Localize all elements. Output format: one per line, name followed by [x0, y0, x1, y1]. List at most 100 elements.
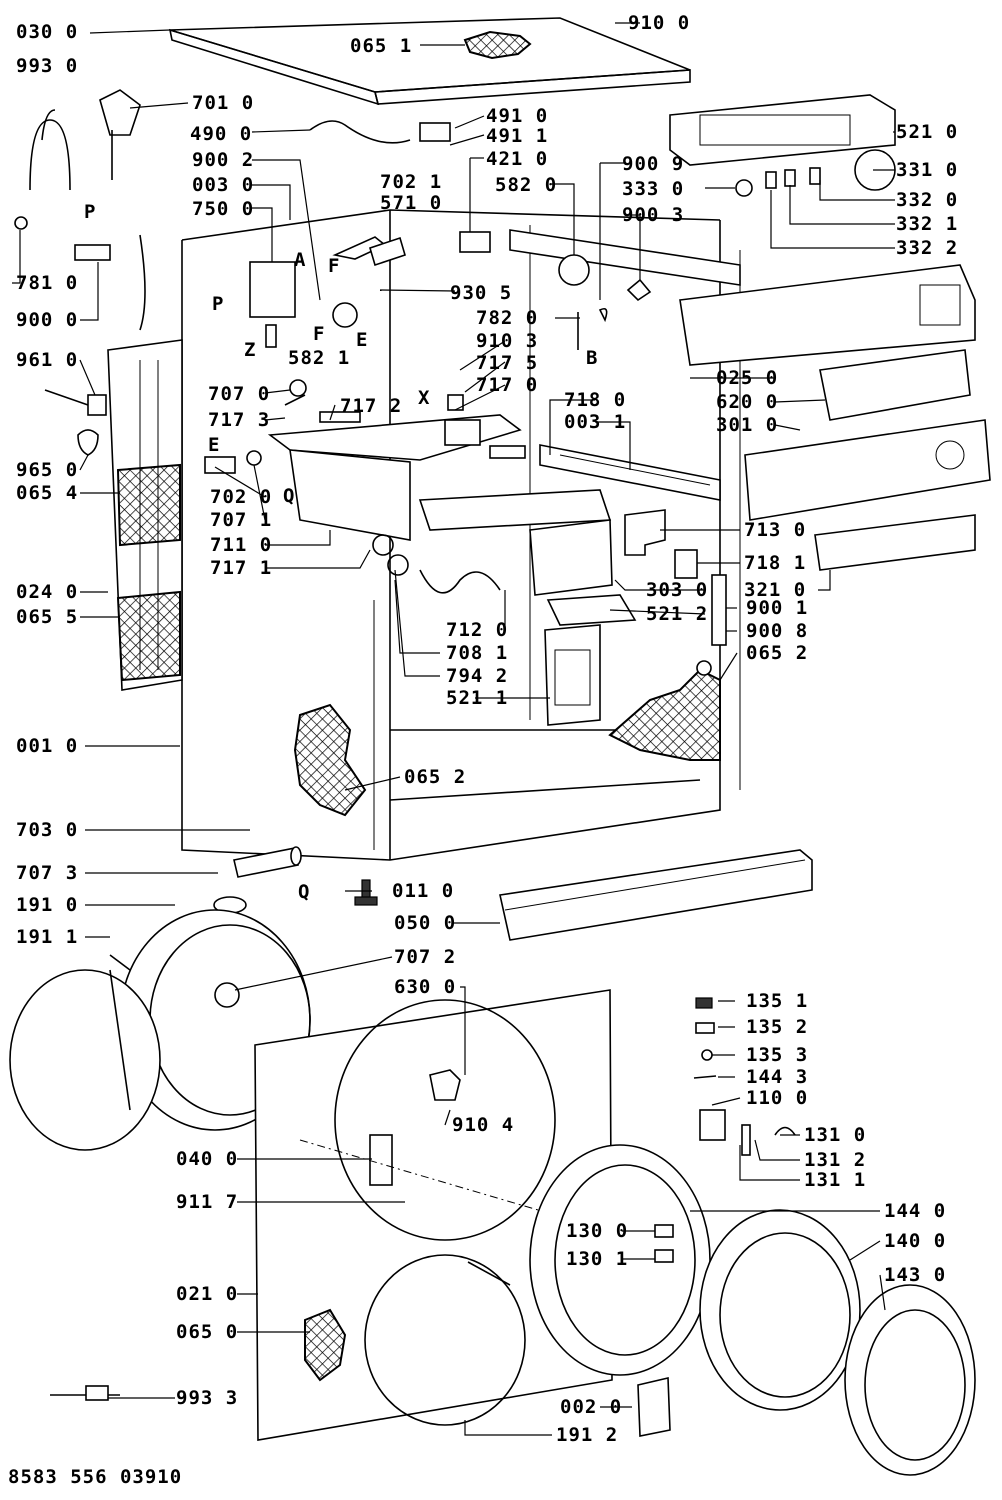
control-panel-frame: [679, 264, 976, 366]
part-label-703-0: 703 0: [16, 819, 79, 841]
part-label-321-0: 321 0: [744, 579, 807, 601]
part-label-718-0: 718 0: [564, 389, 627, 411]
part-label-131-0: 131 0: [804, 1124, 867, 1146]
part-label-717-0: 717 0: [476, 374, 539, 396]
kickplate: [499, 849, 813, 941]
part-label-993-3: 993 3: [176, 1387, 239, 1409]
rails: [509, 229, 741, 501]
marker-Q-lower: Q: [298, 881, 310, 903]
misc-components: [44, 120, 727, 676]
document-number: 8583 556 03910: [8, 1466, 183, 1488]
part-label-191-1: 191 1: [16, 926, 79, 948]
part-label-707-1: 707 1: [210, 509, 273, 531]
part-label-065-4: 065 4: [16, 482, 79, 504]
part-label-910-0: 910 0: [628, 12, 691, 34]
part-label-135-3: 135 3: [746, 1044, 809, 1066]
part-label-708-1: 708 1: [446, 642, 509, 664]
part-label-491-1: 491 1: [486, 125, 549, 147]
part-label-491-0: 491 0: [486, 105, 549, 127]
clamp-spring: [467, 1261, 511, 1286]
part-label-521-1: 521 1: [446, 687, 509, 709]
part-label-993-0: 993 0: [16, 55, 79, 77]
cabinet-body: [181, 209, 741, 861]
part-label-303-0: 303 0: [646, 579, 709, 601]
part-label-331-0: 331 0: [896, 159, 959, 181]
part-label-900-3: 900 3: [622, 204, 685, 226]
hinge-parts: [693, 997, 796, 1156]
part-label-065-2a: 065 2: [746, 642, 809, 664]
part-label-030-0: 030 0: [16, 21, 79, 43]
part-label-110-0: 110 0: [746, 1087, 809, 1109]
pipe: [233, 846, 302, 878]
marker-E-left: E: [208, 434, 220, 456]
part-label-135-1: 135 1: [746, 990, 809, 1012]
part-label-144-0: 144 0: [884, 1200, 947, 1222]
part-label-794-2: 794 2: [446, 665, 509, 687]
part-label-191-0: 191 0: [16, 894, 79, 916]
electronic-board: [819, 349, 971, 421]
door-frame: [529, 1144, 711, 1376]
clamp-wire: [109, 954, 131, 971]
part-label-900-0: 900 0: [16, 309, 79, 331]
part-label-143-0: 143 0: [884, 1264, 947, 1286]
part-label-630-0: 630 0: [394, 976, 457, 998]
marker-P-top: P: [84, 201, 96, 223]
part-label-001-0: 001 0: [16, 735, 79, 757]
part-label-521-0: 521 0: [896, 121, 959, 143]
part-label-910-3: 910 3: [476, 330, 539, 352]
part-label-965-0: 965 0: [16, 459, 79, 481]
marker-E-mid: E: [356, 329, 368, 351]
part-label-702-0: 702 0: [210, 486, 273, 508]
part-label-707-3: 707 3: [16, 862, 79, 884]
part-label-002-0: 002 0: [560, 1396, 623, 1418]
part-label-332-2: 332 2: [896, 237, 959, 259]
part-label-130-1: 130 1: [566, 1248, 629, 1270]
part-label-750-0: 750 0: [192, 198, 255, 220]
part-label-900-2: 900 2: [192, 149, 255, 171]
top-lid: [168, 17, 691, 106]
part-label-712-0: 712 0: [446, 619, 509, 641]
part-label-781-0: 781 0: [16, 272, 79, 294]
part-label-717-3: 717 3: [208, 409, 271, 431]
part-label-707-2: 707 2: [394, 946, 457, 968]
marker-Q-upper: Q: [283, 485, 295, 507]
marker-P-mid: P: [212, 293, 224, 315]
part-label-718-1: 718 1: [744, 552, 807, 574]
part-label-065-1: 065 1: [350, 35, 413, 57]
inner-door-ring: [844, 1284, 976, 1476]
part-label-911-7: 911 7: [176, 1191, 239, 1213]
part-label-582-0: 582 0: [495, 174, 558, 196]
foot: [354, 879, 378, 906]
part-label-333-0: 333 0: [622, 178, 685, 200]
service-tool: [50, 1385, 120, 1401]
part-label-065-0: 065 0: [176, 1321, 239, 1343]
part-label-571-0: 571 0: [380, 192, 443, 214]
part-label-011-0: 011 0: [392, 880, 455, 902]
fascia-label: [814, 514, 976, 571]
part-label-910-4: 910 4: [452, 1114, 515, 1136]
part-label-717-5: 717 5: [476, 352, 539, 374]
marker-A: A: [294, 249, 306, 271]
part-label-003-0: 003 0: [192, 174, 255, 196]
part-label-130-0: 130 0: [566, 1220, 629, 1242]
part-label-021-0: 021 0: [176, 1283, 239, 1305]
part-label-713-0: 713 0: [744, 519, 807, 541]
back-panel: [107, 339, 183, 691]
part-label-702-1: 702 1: [380, 171, 443, 193]
part-label-135-2: 135 2: [746, 1016, 809, 1038]
part-label-332-1: 332 1: [896, 213, 959, 235]
hose-assembly: [14, 89, 146, 331]
part-label-961-0: 961 0: [16, 349, 79, 371]
part-label-065-5: 065 5: [16, 606, 79, 628]
part-label-065-2b: 065 2: [404, 766, 467, 788]
part-label-930-5: 930 5: [450, 282, 513, 304]
part-label-717-1: 717 1: [210, 557, 273, 579]
part-label-900-1: 900 1: [746, 597, 809, 619]
part-label-144-3: 144 3: [746, 1066, 809, 1088]
part-label-191-2: 191 2: [556, 1424, 619, 1446]
part-label-900-9: 900 9: [622, 153, 685, 175]
part-label-701-0: 701 0: [192, 92, 255, 114]
part-label-711-0: 711 0: [210, 534, 273, 556]
